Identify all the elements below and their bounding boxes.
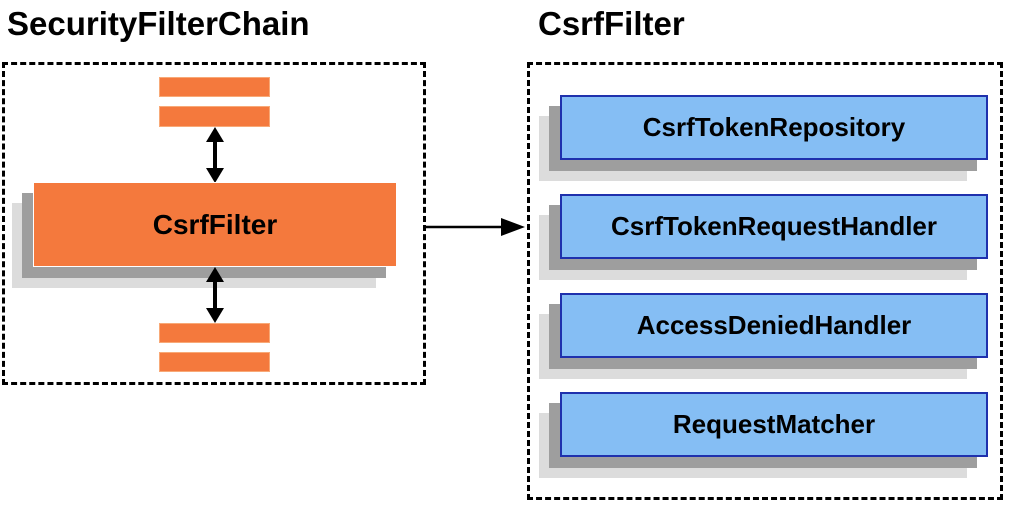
csrf-filter-container	[527, 62, 1003, 500]
filter-bar-bottom-2	[159, 352, 270, 372]
right-arrow-icon	[425, 218, 525, 236]
csrf-filter-node-label: CsrfFilter	[152, 208, 278, 240]
component-label: CsrfTokenRequestHandler	[610, 211, 938, 241]
component-label: AccessDeniedHandler	[636, 310, 912, 340]
component-label: RequestMatcher	[672, 409, 876, 439]
security-filter-chain-title: SecurityFilterChain	[7, 5, 310, 42]
filter-bar-top-2	[159, 106, 270, 127]
component-box-csrf-token-repository: CsrfTokenRepository	[560, 95, 988, 160]
security-filter-chain-container	[2, 62, 426, 385]
csrf-filter-node: CsrfFilter	[33, 182, 397, 267]
component-box-access-denied-handler: AccessDeniedHandler	[560, 293, 988, 358]
filter-bar-bottom-1	[159, 323, 270, 343]
component-box-request-matcher: RequestMatcher	[560, 392, 988, 457]
csrf-filter-title: CsrfFilter	[538, 5, 685, 42]
filter-bar-top-1	[159, 77, 270, 97]
component-label: CsrfTokenRepository	[642, 112, 906, 142]
component-box-csrf-token-request-handler: CsrfTokenRequestHandler	[560, 194, 988, 259]
